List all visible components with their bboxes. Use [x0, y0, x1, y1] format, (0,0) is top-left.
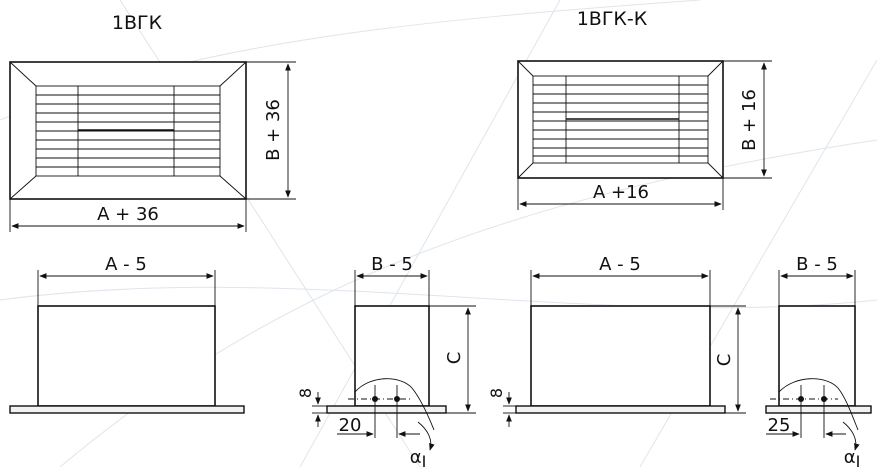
- width-dimension: A +16: [517, 178, 724, 210]
- grille-1vgk-front-view: 1ВГК B + 36: [9, 12, 296, 232]
- flange: [515, 405, 726, 414]
- width-label: A +16: [593, 182, 649, 203]
- flange: [9, 405, 245, 414]
- flange1-thickness-label: 8: [296, 388, 315, 398]
- flange: [765, 405, 872, 414]
- box-body: [778, 305, 856, 407]
- inner-frame: [532, 75, 709, 164]
- width-label: A + 36: [97, 204, 159, 225]
- box-body: [37, 305, 216, 407]
- side1-width-label: B - 5: [371, 254, 413, 275]
- side1-height-label: C: [444, 352, 465, 365]
- angle-label-2: αI: [844, 447, 861, 467]
- side2-width-label: B - 5: [796, 254, 838, 275]
- width-dimension: A + 36: [9, 199, 247, 232]
- right-title: 1ВГК-К: [577, 8, 648, 30]
- box-body: [354, 305, 430, 407]
- height-label: B + 16: [739, 89, 760, 151]
- grille-1vgk-k-front-view: 1ВГК-К B + 16: [517, 8, 772, 210]
- flange: [326, 405, 447, 414]
- angle-label-1: αI: [410, 447, 427, 467]
- box-body: [530, 305, 711, 407]
- height-label: B + 36: [263, 99, 284, 161]
- grille-louvers: [36, 86, 220, 176]
- flange2-thickness-label: 8: [487, 388, 506, 398]
- section-view-2-side: B - 5 25 αI: [765, 254, 872, 467]
- grille-louvers: [533, 76, 708, 163]
- height-dimension: B + 16: [723, 60, 772, 179]
- section-view-1-side: B - 5 C 8 20 αI: [296, 254, 476, 467]
- section-view-1-front: A - 5: [9, 254, 245, 414]
- front2-width-label: A - 5: [599, 254, 641, 275]
- height-dimension: B + 36: [246, 61, 296, 200]
- front2-height-label: C: [714, 354, 735, 367]
- side2-offset-label: 25: [768, 415, 791, 436]
- frame-bevels: [9, 61, 247, 200]
- section-view-2-front: A - 5 C 8: [487, 254, 746, 427]
- left-title: 1ВГК: [112, 12, 163, 34]
- frame-bevels: [517, 60, 724, 179]
- side1-offset-label: 20: [339, 415, 362, 436]
- front1-width-label: A - 5: [105, 254, 147, 275]
